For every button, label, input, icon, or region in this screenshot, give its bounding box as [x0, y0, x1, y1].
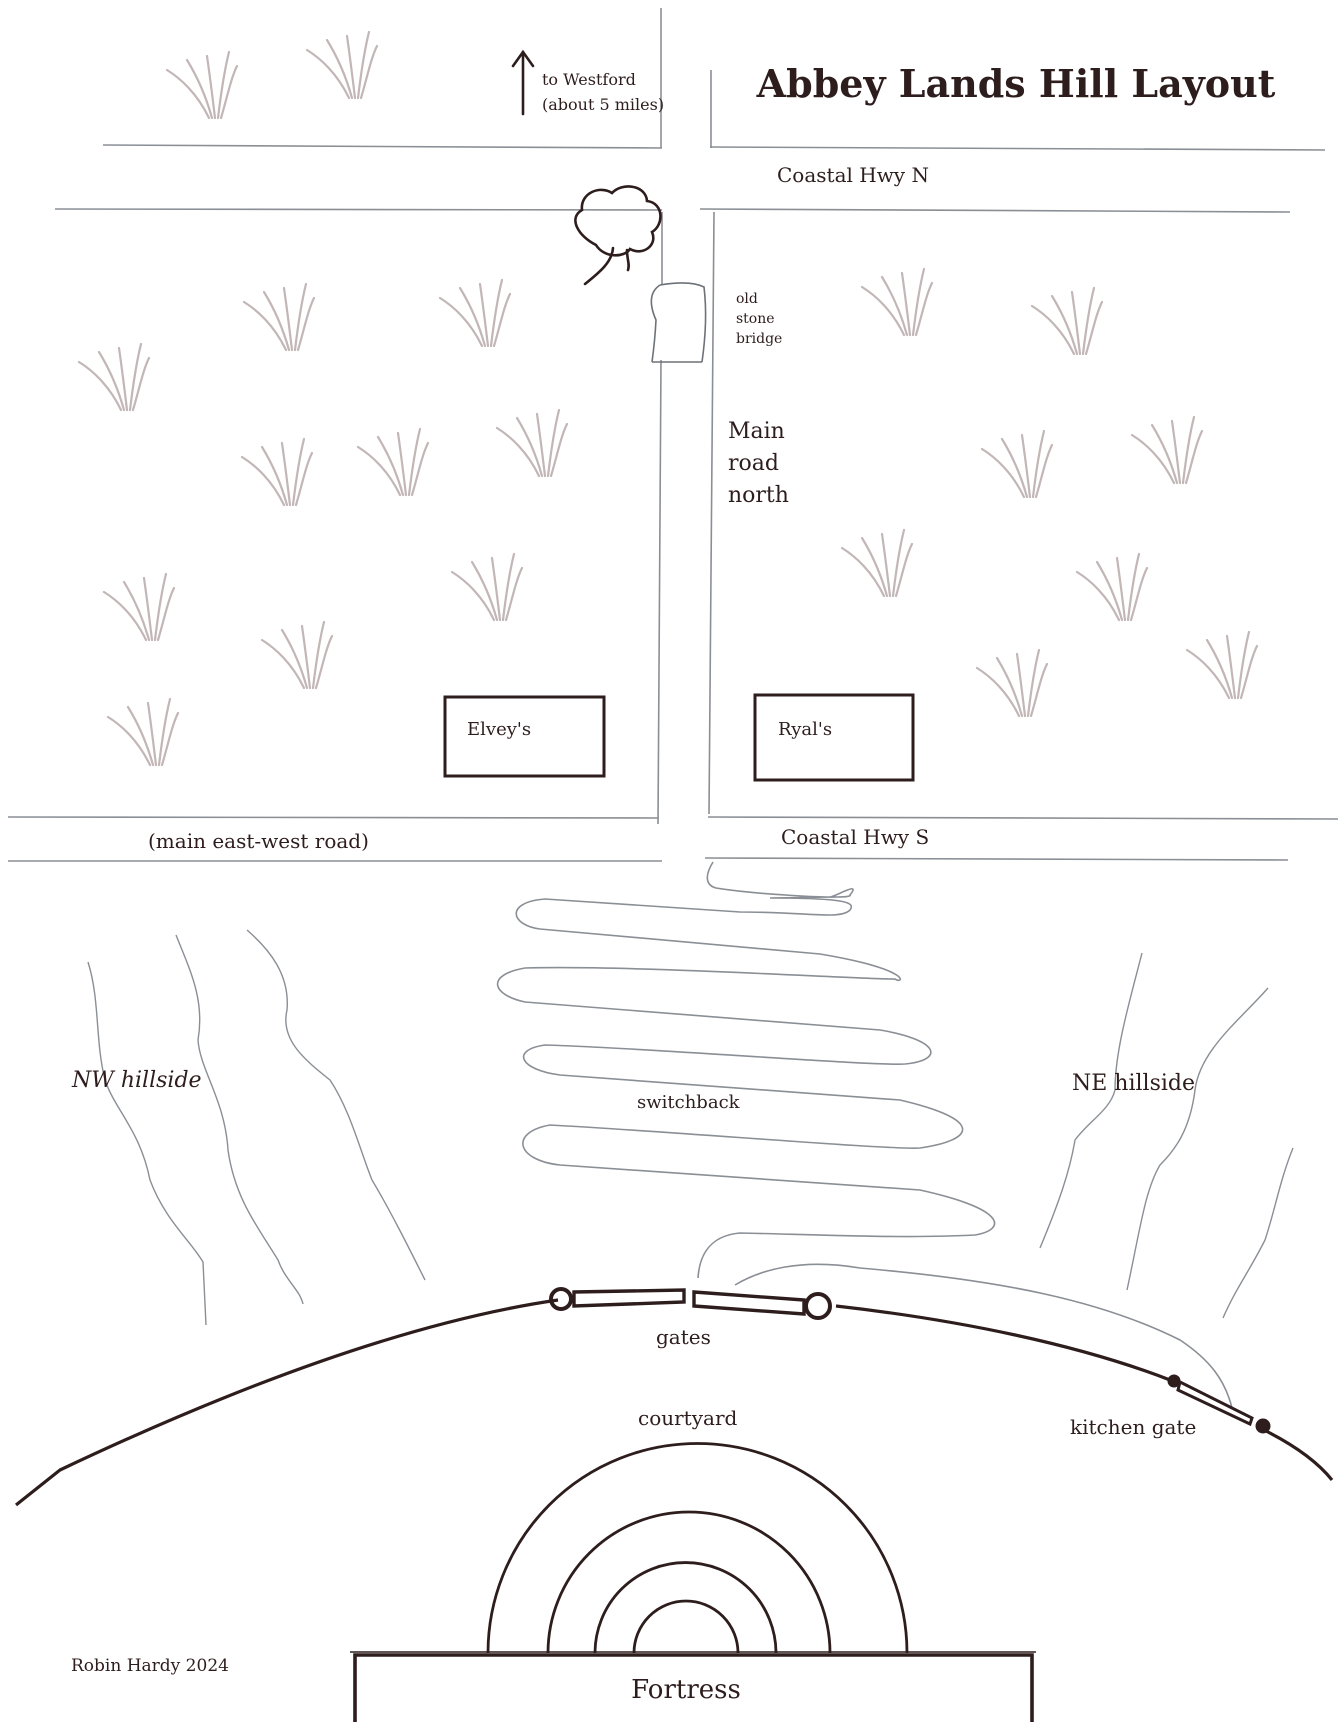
old-stone-bridge	[650, 282, 707, 363]
grass-tuft-icon	[242, 282, 316, 352]
label-bridge-2: stone	[736, 311, 775, 327]
nw-contour-1	[87, 961, 207, 1326]
label-main-road-north-2: road	[728, 451, 779, 476]
switchback-branch	[734, 1263, 1233, 1409]
hillside-contours	[87, 929, 1294, 1326]
label-bridge-3: bridge	[736, 331, 782, 347]
label-gates: gates	[656, 1325, 711, 1349]
main-road-north-edge-right	[708, 211, 715, 815]
nw-contour-2	[175, 934, 304, 1305]
grass-tufts	[77, 30, 1259, 767]
switchback-road	[496, 861, 996, 1279]
outer-wall-east-end	[1263, 1428, 1334, 1481]
coastal-hwy-n-edge-top-left	[102, 144, 663, 149]
coastal-hwy-n-edge-top-right	[709, 146, 1326, 151]
grass-tuft-icon	[860, 267, 934, 337]
direction-line-1: to Westford	[542, 70, 636, 89]
gate-post-right	[804, 1292, 832, 1320]
ring-outer	[486, 1442, 909, 1654]
grass-tuft-icon	[1030, 286, 1104, 356]
label-main-road-north-1: Main	[728, 419, 785, 444]
fortress	[350, 1651, 1036, 1722]
grass-tuft-icon	[980, 429, 1054, 499]
nw-contour-3	[246, 929, 426, 1281]
label-ne-hillside: NE hillside	[1072, 1071, 1195, 1096]
label-ryals: Ryal's	[778, 719, 832, 740]
ring-inner	[593, 1561, 778, 1654]
north-arrow-icon	[511, 49, 535, 116]
ring-core	[632, 1599, 740, 1654]
tree-icon	[574, 185, 662, 286]
grass-tuft-icon	[840, 528, 914, 598]
gate-leaf-left	[572, 1288, 686, 1308]
grass-tuft-icon	[438, 278, 512, 348]
grass-tuft-icon	[240, 437, 314, 507]
coastal-hwy-s-edge-bottom-right	[704, 857, 1289, 861]
grass-tuft-icon	[450, 552, 524, 622]
main-road-north-edge-left	[657, 359, 662, 825]
ring-middle	[546, 1510, 832, 1654]
outer-wall-right	[835, 1304, 1171, 1382]
label-bridge-1: old	[736, 291, 758, 307]
label-coastal-hwy-s: Coastal Hwy S	[781, 825, 929, 849]
grass-tuft-icon	[356, 427, 430, 497]
coastal-hwy-s-edge-top-left	[7, 816, 660, 819]
grass-tuft-icon	[77, 342, 151, 412]
label-switchback: switchback	[637, 1092, 741, 1113]
ne-contour-1	[1039, 952, 1143, 1249]
credit: Robin Hardy 2024	[71, 1656, 229, 1676]
ne-contour-3	[1222, 1147, 1294, 1319]
label-kitchen-gate: kitchen gate	[1070, 1415, 1196, 1439]
gate-post-left	[549, 1287, 573, 1311]
label-fortress: Fortress	[631, 1675, 741, 1705]
coastal-hwy-s-edge-top-right	[707, 816, 1339, 820]
label-coastal-hwy-n: Coastal Hwy N	[777, 163, 929, 187]
kitchen-gate	[1167, 1374, 1271, 1434]
grass-tuft-icon	[305, 30, 379, 100]
direction-line-2: (about 5 miles)	[542, 95, 664, 114]
label-main-road-north-3: north	[728, 483, 789, 508]
label-courtyard: courtyard	[638, 1406, 738, 1430]
grass-tuft-icon	[102, 572, 176, 642]
grass-tuft-icon	[1185, 630, 1259, 700]
grass-tuft-icon	[975, 648, 1049, 718]
roads	[7, 8, 1339, 862]
grass-tuft-icon	[260, 620, 334, 690]
outer-wall-left	[15, 1298, 559, 1507]
label-nw-hillside: NW hillside	[71, 1068, 202, 1093]
label-elveys: Elvey's	[467, 719, 531, 740]
grass-tuft-icon	[495, 408, 569, 478]
ne-contour-2	[1126, 987, 1269, 1291]
main-gates	[549, 1287, 832, 1320]
label-main-east-west-road: (main east-west road)	[148, 829, 369, 853]
coastal-hwy-n-edge-bottom-left	[54, 208, 663, 211]
grass-tuft-icon	[165, 50, 239, 120]
grass-tuft-icon	[106, 697, 180, 767]
fortress-rings	[486, 1442, 909, 1654]
building-elveys	[443, 695, 606, 778]
coastal-hwy-n-edge-bottom-right	[699, 208, 1291, 213]
map-title: Abbey Lands Hill Layout	[756, 61, 1276, 106]
building-ryals	[753, 693, 915, 782]
grass-tuft-icon	[1075, 552, 1149, 622]
grass-tuft-icon	[1130, 415, 1204, 485]
gate-leaf-right	[692, 1290, 806, 1316]
